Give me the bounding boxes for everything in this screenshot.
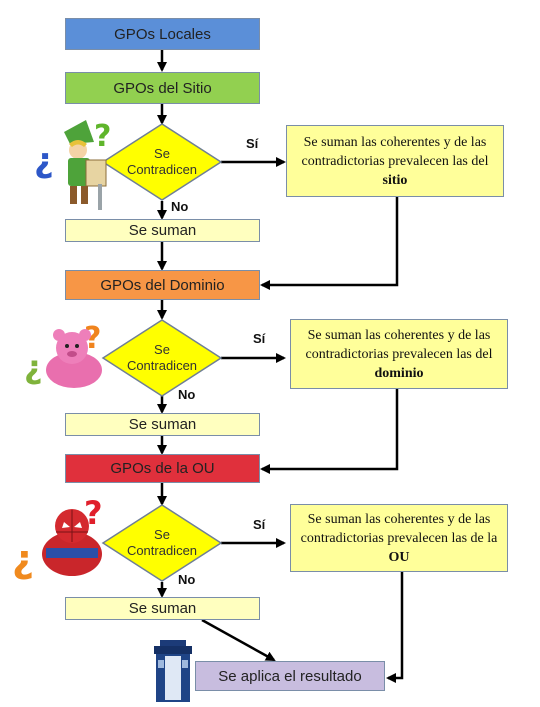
node-suman-3-label: Se suman (128, 600, 197, 617)
decision-3-line2: Contradicen (126, 543, 198, 558)
decision-1-line1: Se (154, 146, 170, 161)
decision-2-yes-label: Sí (253, 331, 266, 346)
decision-2-line2: Contradicen (126, 358, 198, 373)
spiderman-icon: ¿ ? (12, 494, 103, 580)
tardis-icon (154, 640, 192, 702)
link-question-close: ? (94, 119, 111, 154)
link-question-open: ¿ (34, 141, 54, 181)
decision-3-line1: Se (154, 527, 170, 542)
node-gpos-ou: GPOs de la OU (65, 454, 260, 483)
note-dominio-bold: dominio (374, 365, 424, 381)
note-ou: Se suman las coherentes y de las contrad… (290, 504, 508, 572)
note-ou-bold: OU (388, 549, 410, 565)
decision-3-yes-label: Sí (253, 517, 266, 532)
spider-question-close: ? (84, 494, 103, 532)
node-suman-1: Se suman (65, 219, 260, 242)
bear-question-open: ¿ (24, 348, 43, 386)
node-gpos-dominio-label: GPOs del Dominio (100, 276, 225, 294)
node-gpos-sitio: GPOs del Sitio (65, 72, 260, 104)
node-gpos-locales: GPOs Locales (65, 18, 260, 50)
decision-2-line1: Se (154, 342, 170, 357)
note-dominio-text: Se suman las coherentes y de las contrad… (305, 327, 493, 362)
node-resultado-label: Se aplica el resultado (218, 667, 362, 685)
node-gpos-ou-label: GPOs de la OU (110, 460, 215, 477)
note-sitio: Se suman las coherentes y de las contrad… (286, 125, 504, 197)
pink-bear-icon: ¿ ? (24, 321, 102, 388)
decision-1-yes-label: Sí (246, 136, 259, 151)
decision-1-text: Se Contradicen (107, 146, 217, 178)
decision-diamond-2 (101, 319, 223, 397)
arrow-note1-return (260, 197, 399, 290)
node-suman-2: Se suman (65, 413, 260, 436)
arrow-suman3-resultado (201, 618, 276, 662)
node-gpos-dominio: GPOs del Dominio (65, 270, 260, 300)
decision-diamond-3 (101, 504, 223, 582)
decision-2-text: Se Contradicen (107, 342, 217, 374)
node-gpos-locales-label: GPOs Locales (114, 25, 211, 43)
decision-2-no-label: No (178, 387, 196, 402)
note-ou-text: Se suman las coherentes y de las contrad… (300, 511, 498, 546)
link-character-icon: ¿ ? (34, 119, 111, 210)
decision-1-no-label: No (171, 199, 189, 214)
decision-3-no-label: No (178, 572, 196, 587)
node-suman-3: Se suman (65, 597, 260, 620)
arrow-note3-return (386, 572, 404, 683)
arrow-note2-return (260, 389, 399, 474)
note-sitio-text: Se suman las coherentes y de las contrad… (301, 134, 489, 169)
node-resultado: Se aplica el resultado (195, 661, 385, 691)
note-sitio-bold: sitio (382, 172, 408, 188)
decision-diamond-1 (101, 123, 223, 201)
decision-1-line2: Contradicen (126, 162, 198, 177)
node-suman-2-label: Se suman (128, 416, 197, 433)
node-suman-1-label: Se suman (128, 222, 197, 239)
node-gpos-sitio-label: GPOs del Sitio (113, 79, 212, 97)
note-dominio: Se suman las coherentes y de las contrad… (290, 319, 508, 389)
bear-question-close: ? (84, 321, 101, 356)
decision-3-text: Se Contradicen (107, 527, 217, 559)
spider-question-open: ¿ (12, 537, 34, 580)
